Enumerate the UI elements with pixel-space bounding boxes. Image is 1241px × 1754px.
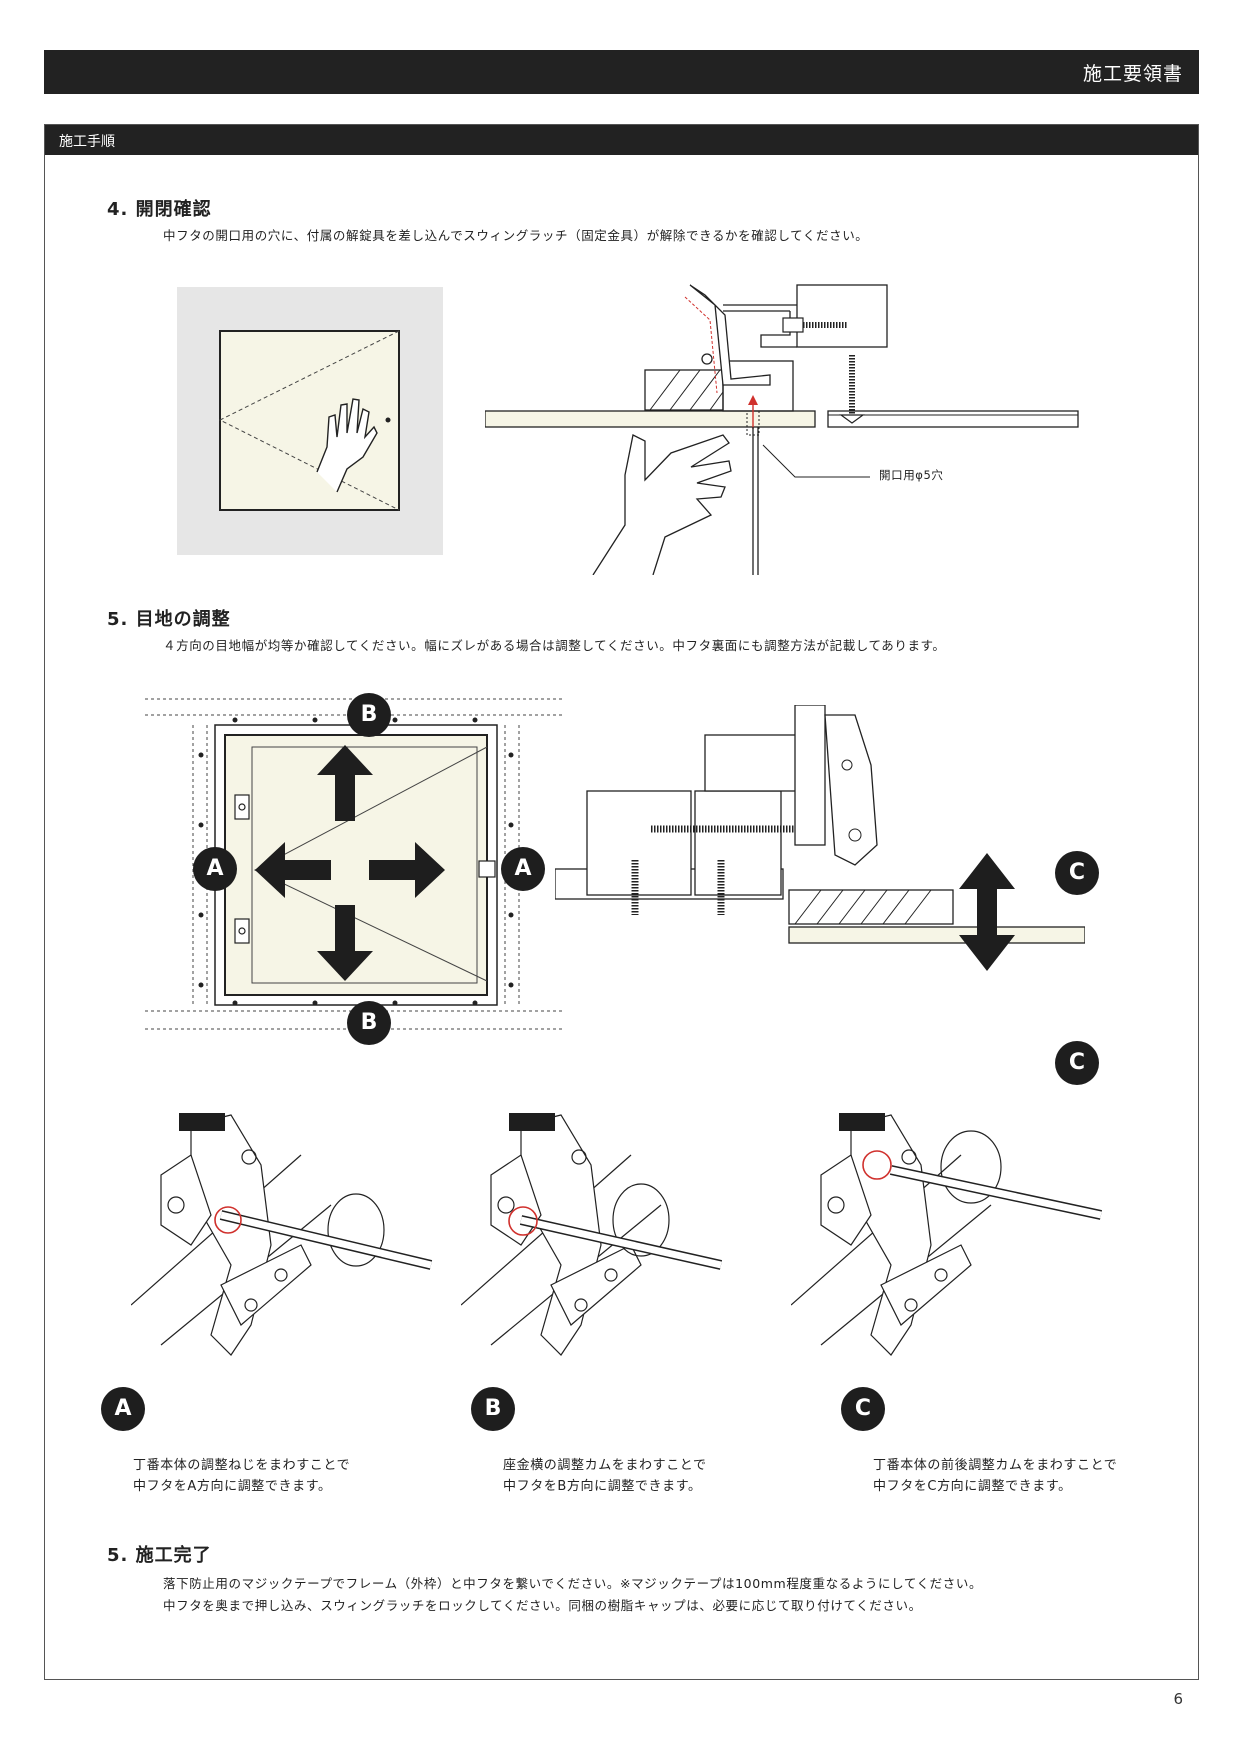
- label-a-left: A: [193, 847, 237, 891]
- label-b-bottom: B: [347, 1001, 391, 1045]
- procedure-panel: 施工手順 4. 開閉確認 中フタの開口用の穴に、付属の解錠具を差し込んでスウィン…: [44, 124, 1199, 1680]
- section-5-title: 5. 目地の調整: [107, 609, 231, 630]
- step-b-caption-line1: 座金横の調整カムをまわすことで: [503, 1458, 707, 1473]
- hinge-figure-a: [130, 1095, 461, 1395]
- section-4-title: 4. 開閉確認: [107, 199, 212, 220]
- latch-section-figure: 開口用φ5穴: [484, 275, 1205, 576]
- completion-text-line1: 落下防止用のマジックテープでフレーム（外枠）と中フタを繋いでください。※マジック…: [163, 1576, 983, 1591]
- hole-callout: 開口用φ5穴: [879, 468, 944, 482]
- document-header-bar: 施工要領書: [44, 50, 1199, 94]
- step-c-badge: C: [841, 1387, 885, 1431]
- hinge-figure-b: [460, 1095, 791, 1395]
- step-a-caption-line1: 丁番本体の調整ねじをまわすことで: [133, 1458, 351, 1473]
- adjustment-section-figure: [554, 704, 1086, 1025]
- label-b-top: B: [347, 693, 391, 737]
- label-a-right: A: [501, 847, 545, 891]
- panel-header: 施工手順: [45, 125, 1198, 155]
- document-title: 施工要領書: [1082, 63, 1183, 85]
- step-a-badge: A: [101, 1387, 145, 1431]
- page-number: 6: [1173, 1690, 1183, 1708]
- section-4-text: 中フタの開口用の穴に、付属の解錠具を差し込んでスウィングラッチ（固定金具）が解除…: [163, 228, 869, 243]
- panel-title: 施工手順: [59, 134, 115, 150]
- step-c-caption-line1: 丁番本体の前後調整カムをまわすことで: [873, 1458, 1118, 1473]
- lid-hand-figure: [177, 287, 443, 555]
- completion-text-line2: 中フタを奥まで押し込み、スウィングラッチをロックしてください。同梱の樹脂キャップ…: [163, 1598, 922, 1613]
- completion-title: 5. 施工完了: [107, 1545, 212, 1566]
- step-b-caption-line2: 中フタをB方向に調整できます。: [503, 1479, 702, 1494]
- section-5-text: ４方向の目地幅が均等か確認してください。幅にズレがある場合は調整してください。中…: [163, 638, 946, 653]
- label-c-bottom: C: [1055, 1041, 1099, 1085]
- step-c-caption-line2: 中フタをC方向に調整できます。: [873, 1479, 1072, 1494]
- step-b-badge: B: [471, 1387, 515, 1431]
- label-c-top: C: [1055, 851, 1099, 895]
- hinge-figure-c: [790, 1095, 1151, 1395]
- adjustment-plan-figure: [145, 695, 565, 1055]
- step-a-caption-line2: 中フタをA方向に調整できます。: [133, 1479, 332, 1494]
